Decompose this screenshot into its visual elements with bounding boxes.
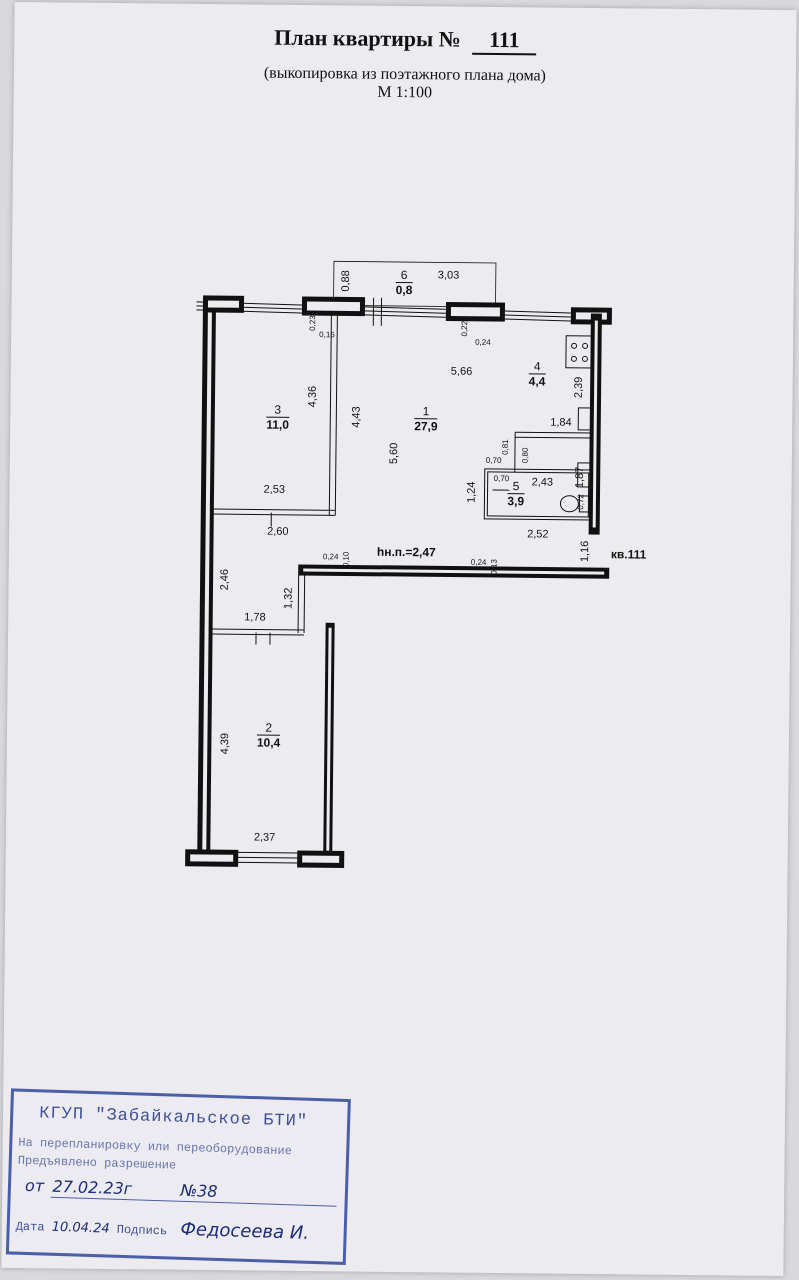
dim-088: 0,88: [339, 270, 353, 292]
dim-187: 1,87: [573, 466, 587, 489]
floor-plan-drawing: [185, 260, 612, 868]
dim-124: 1,24: [465, 481, 478, 504]
dim-303: 3,03: [437, 269, 460, 282]
dim-072: 0,72: [576, 494, 586, 510]
dim-081: 0,81: [500, 439, 510, 455]
stamp-signature: Федосеева И.: [180, 1218, 310, 1244]
dim-560: 5,60: [388, 442, 401, 465]
dim-253: 2,53: [263, 483, 286, 496]
dim-016: 0,16: [319, 330, 335, 340]
dim-024b: 0,24: [322, 552, 339, 562]
room-3-label: 3 11,0: [266, 402, 290, 432]
room-1-label: 1 27,9: [414, 404, 438, 434]
dim-237: 2,37: [253, 831, 276, 844]
dim-178: 1,78: [244, 611, 266, 624]
dim-013: 0,13: [489, 559, 499, 575]
stamp-organization: КГУП "Забайкальское БТИ": [38, 1104, 309, 1132]
dim-439: 4,39: [218, 732, 232, 755]
room-6-label: 6 0,8: [395, 267, 413, 298]
dim-024a: 0,24: [475, 337, 491, 347]
dim-184: 1,84: [550, 416, 572, 429]
dim-243: 2,43: [531, 476, 554, 489]
dim-010: 0,10: [341, 551, 351, 568]
stamp-check-line: Дата 10.04.24 Подпись Федосеева И.: [15, 1218, 310, 1244]
dim-436: 4,36: [306, 385, 319, 408]
dim-022: 0,22: [459, 320, 470, 337]
dim-080: 0,80: [520, 447, 530, 464]
bti-stamp: КГУП "Забайкальское БТИ" На перепланиров…: [5, 1088, 351, 1266]
dim-246: 2,46: [218, 568, 231, 591]
dim-132: 1,32: [282, 587, 295, 610]
dim-070b: 0,70: [493, 473, 510, 484]
stamp-permit-number: №38: [180, 1180, 218, 1201]
room-4-label: 4 4,4: [528, 359, 546, 389]
dim-024c: 0,24: [470, 557, 487, 567]
dim-443: 4,43: [350, 406, 363, 428]
apartment-mark: кв.111: [610, 547, 647, 562]
ceiling-height-note: hн.п.=2,47: [376, 544, 436, 560]
room-5-label: 5 3,9: [507, 479, 525, 509]
stamp-line-permit: Предъявлено разрешение: [17, 1153, 177, 1173]
dim-260: 2,60: [267, 525, 289, 538]
dim-070a: 0,70: [485, 455, 502, 466]
dim-023: 0,23: [308, 315, 318, 331]
dim-239: 2,39: [572, 376, 585, 399]
dim-252: 2,52: [527, 528, 549, 541]
room-2-label: 2 10,4: [256, 720, 281, 750]
dim-566: 5,66: [450, 365, 473, 378]
dim-116: 1,16: [579, 540, 592, 563]
